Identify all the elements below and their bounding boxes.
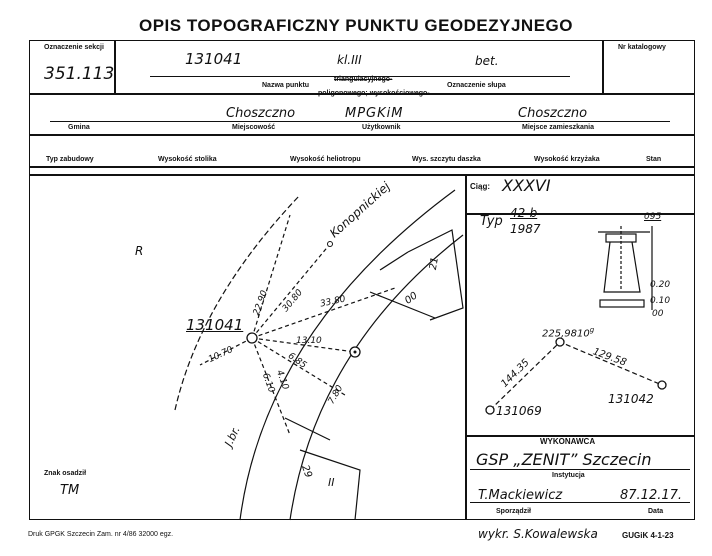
dim-010: 0.10 [650, 296, 671, 306]
pt-left-label: 131069 [496, 404, 542, 418]
zamieszkania-value: Choszczno [518, 106, 588, 121]
sporzadzil-label: Sporządził [496, 508, 532, 515]
street-edge-left [239, 189, 456, 521]
dim-020: 0.20 [650, 280, 671, 290]
miejscowosc-value: Choszczno [226, 106, 296, 121]
sketch-point-id: 131041 [186, 316, 244, 334]
wykonawca-label: WYKONAWCA [540, 437, 596, 446]
typ-triangulacyjny: triangulacyjnego- [334, 76, 393, 83]
typ-year: 1987 [510, 222, 541, 236]
wys-stolika-label: Wysokość stolika [158, 156, 217, 163]
drawn-by: wykr. S.Kowalewska [478, 527, 598, 541]
sekcja-label: Oznaczenie sekcji [44, 44, 104, 51]
building-21 [407, 229, 464, 321]
dim-00: 00 [652, 309, 664, 319]
form-code: GUGiK 4-1-23 [622, 531, 674, 540]
data-value: 87.12.17. [620, 488, 683, 503]
wys-heliotropu-label: Wysokość heliotropu [290, 156, 361, 163]
data-label: Data [648, 508, 664, 515]
print-info: Druk GPGK Szczecin Zam. nr 4/86 32000 eg… [28, 531, 174, 538]
sporzadzil-value: T.Mackiewicz [478, 488, 563, 503]
ciag-label: Ciąg: [470, 182, 490, 191]
gmina-label: Gmina [68, 124, 90, 131]
typ-zabudowy-label: Typ zabudowy [46, 156, 94, 163]
firma-value: GSP „ZENIT” Szczecin [476, 450, 652, 469]
typ-number: 42-b [510, 206, 538, 220]
building-21-label: 21 [427, 256, 441, 271]
znak-label: Znak osadził [44, 470, 87, 477]
document-title: OPIS TOPOGRAFICZNY PUNKTU GEODEZYJNEGO [139, 16, 573, 35]
znak-value: TM [60, 483, 80, 498]
wys-krzyzaka-label: Wysokość krzyżaka [534, 156, 600, 163]
building-29 [299, 449, 361, 521]
uzytkownik-value: MPGKiM [345, 106, 404, 121]
roman-ii-label: II [328, 476, 335, 489]
form-frame [29, 40, 695, 520]
dist-13-10: 13.10 [296, 336, 322, 346]
angle-value: 225,9810g [542, 326, 595, 340]
zamieszkania-label: Miejsce zamieszkania [522, 124, 594, 131]
stan-label: Stan [646, 156, 662, 163]
typ-poligonowy: poligonowego; wysokościowego- [318, 90, 430, 97]
uzytkownik-label: Użytkownik [362, 124, 401, 131]
nazwa-label: Nazwa punktu [262, 82, 310, 89]
sekcja-value: 351.113 [44, 64, 115, 84]
slup-value: bet. [475, 54, 499, 68]
slup-label: Oznaczenie słupa [447, 82, 506, 89]
klasa-value: kl.III [337, 53, 362, 67]
dim-095: 095 [644, 212, 662, 222]
ciag-value: XXXVI [502, 176, 551, 195]
instytucja-label: Instytucja [552, 472, 585, 479]
wys-daszka-label: Wys. szczytu daszka [412, 156, 481, 163]
typ-label: Typ [480, 214, 503, 229]
miejscowosc-label: Miejscowość [232, 124, 276, 131]
punkt-number: 131041 [185, 50, 243, 68]
street-edge-right [289, 234, 464, 521]
region-r-label: R [135, 244, 144, 258]
survey-point-marker [246, 332, 258, 344]
katalog-label: Nr katalogowy [618, 44, 666, 51]
fence-line [174, 194, 301, 411]
pt-right-label: 131042 [608, 392, 654, 406]
